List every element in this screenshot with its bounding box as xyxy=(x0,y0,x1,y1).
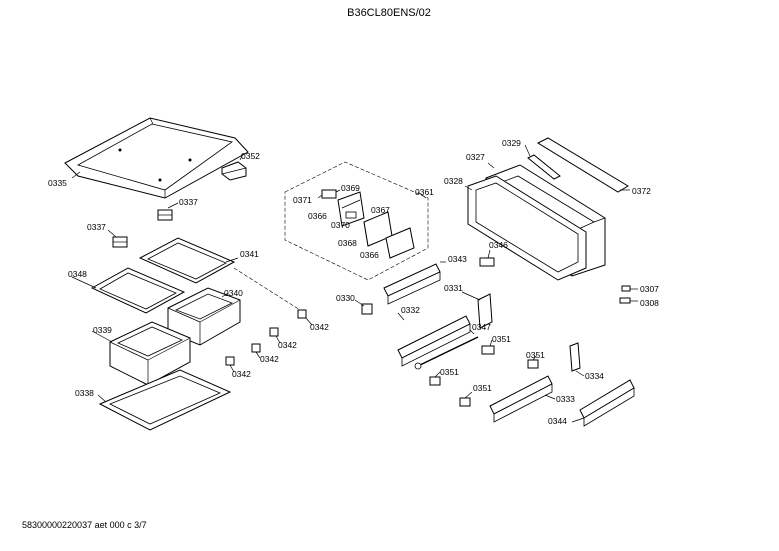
part-0351-d xyxy=(527,359,539,369)
callout-0344: 0344 xyxy=(548,416,567,426)
part-rail-0333 xyxy=(489,375,553,423)
callout-0338: 0338 xyxy=(75,388,94,398)
part-bracket-lower xyxy=(112,236,128,248)
part-door-handle xyxy=(527,154,561,180)
callout-0347: 0347 xyxy=(472,322,491,332)
callout-0370: 0370 xyxy=(331,220,350,230)
part-control-group xyxy=(284,161,429,281)
callout-0342-a: 0342 xyxy=(310,322,329,332)
callout-0368: 0368 xyxy=(338,238,357,248)
part-frame xyxy=(98,369,232,431)
part-clip xyxy=(221,161,247,181)
callout-0342-b: 0342 xyxy=(278,340,297,350)
callout-0337-lower: 0337 xyxy=(87,222,106,232)
callout-0339: 0339 xyxy=(93,325,112,335)
callout-0329: 0329 xyxy=(502,138,521,148)
callout-0340: 0340 xyxy=(224,288,243,298)
callout-0351-b: 0351 xyxy=(526,350,545,360)
part-rail-0344 xyxy=(579,379,635,427)
part-shelf-upper xyxy=(138,237,236,284)
part-clip-0346 xyxy=(479,257,495,267)
callout-0334: 0334 xyxy=(585,371,604,381)
callout-0333: 0333 xyxy=(556,394,575,404)
part-drawer-small xyxy=(167,287,241,346)
part-screw-c xyxy=(251,343,261,353)
diagram-footer: 58300000220037 aet 000 c 3/7 xyxy=(22,520,147,530)
part-rail-0332 xyxy=(397,315,471,367)
callout-0366-lower: 0366 xyxy=(360,250,379,260)
part-0351-a xyxy=(481,345,495,355)
callout-0343: 0343 xyxy=(448,254,467,264)
callout-0369: 0369 xyxy=(341,183,360,193)
callout-0307: 0307 xyxy=(640,284,659,294)
part-cover-panel xyxy=(64,117,249,199)
callout-0352: 0352 xyxy=(241,151,260,161)
part-shelf-lower xyxy=(90,267,186,314)
part-0307 xyxy=(621,285,631,292)
part-door-strip xyxy=(536,137,629,193)
callout-0308: 0308 xyxy=(640,298,659,308)
part-0308 xyxy=(619,297,631,304)
callout-0372: 0372 xyxy=(632,186,651,196)
callout-0348: 0348 xyxy=(68,269,87,279)
callout-0351-d: 0351 xyxy=(473,383,492,393)
part-0351-c xyxy=(459,397,471,407)
part-bracket-0331 xyxy=(477,293,493,329)
callout-0367: 0367 xyxy=(371,205,390,215)
callout-0327: 0327 xyxy=(466,152,485,162)
callout-0328: 0328 xyxy=(444,176,463,186)
part-door-gasket xyxy=(467,175,587,281)
part-screw-d xyxy=(225,356,235,366)
part-0351-b xyxy=(429,376,441,386)
callout-0332: 0332 xyxy=(401,305,420,315)
part-screw-b xyxy=(269,327,279,337)
part-0330 xyxy=(361,303,373,315)
callout-0351-a: 0351 xyxy=(492,334,511,344)
callout-0331: 0331 xyxy=(444,283,463,293)
callout-0342-d: 0342 xyxy=(232,369,251,379)
part-drawer-large xyxy=(109,321,191,386)
part-screw-a xyxy=(297,309,307,319)
callout-0346: 0346 xyxy=(489,240,508,250)
callout-0371: 0371 xyxy=(293,195,312,205)
callout-0366-upper: 0366 xyxy=(308,211,327,221)
callout-0337-upper: 0337 xyxy=(179,197,198,207)
part-0347 xyxy=(414,336,479,370)
callout-0341: 0341 xyxy=(240,249,259,259)
callout-0342-c: 0342 xyxy=(260,354,279,364)
callout-0361: 0361 xyxy=(415,187,434,197)
callout-0330: 0330 xyxy=(336,293,355,303)
diagram-title: B36CL80ENS/02 xyxy=(347,7,431,19)
part-rail-0343 xyxy=(383,263,441,305)
part-bracket-upper xyxy=(157,209,173,221)
callout-0335: 0335 xyxy=(48,178,67,188)
callout-0351-c: 0351 xyxy=(440,367,459,377)
part-0334 xyxy=(569,342,581,372)
